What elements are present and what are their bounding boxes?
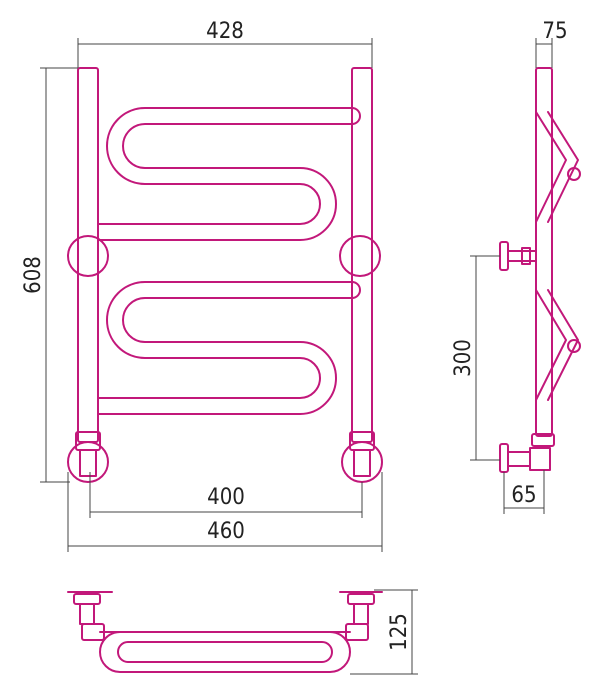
left-riser xyxy=(77,67,99,443)
dim-mount-height: 300 xyxy=(451,339,476,377)
side-view xyxy=(499,67,581,473)
dim-depth-top: 75 xyxy=(542,19,567,44)
upper-coil xyxy=(97,107,353,241)
dim-top-width: 428 xyxy=(206,19,244,44)
top-mount-left xyxy=(73,593,101,605)
top-dimensions: 125 xyxy=(350,589,418,675)
lower-coil xyxy=(97,281,353,415)
dim-center-distance: 400 xyxy=(207,485,245,510)
front-dimensions: 428 608 400 460 xyxy=(21,19,383,552)
connection-disc-left xyxy=(67,441,109,483)
dim-bottom-depth: 125 xyxy=(387,613,412,651)
dim-overall-width: 460 xyxy=(207,519,245,544)
fitting-right xyxy=(353,449,371,477)
upper-coil-end xyxy=(351,107,361,125)
side-mount-top-plate xyxy=(499,241,509,271)
side-nut-top xyxy=(531,433,555,447)
top-mount-right xyxy=(347,593,375,605)
dim-wall-offset: 65 xyxy=(511,483,536,508)
dim-height: 608 xyxy=(21,256,46,294)
mount-disc-right-top xyxy=(339,235,381,277)
side-lower-coil xyxy=(535,289,579,401)
top-view xyxy=(67,591,383,673)
fitting-left xyxy=(79,449,97,477)
mount-disc-left-top xyxy=(67,235,109,277)
lower-coil-end xyxy=(351,281,361,299)
top-coil xyxy=(99,631,351,673)
side-upper-coil xyxy=(535,111,579,223)
front-view xyxy=(67,67,383,483)
side-connection-plate xyxy=(499,443,509,473)
side-dimensions: 75 300 65 xyxy=(451,19,568,514)
side-connection-nut xyxy=(507,451,531,467)
